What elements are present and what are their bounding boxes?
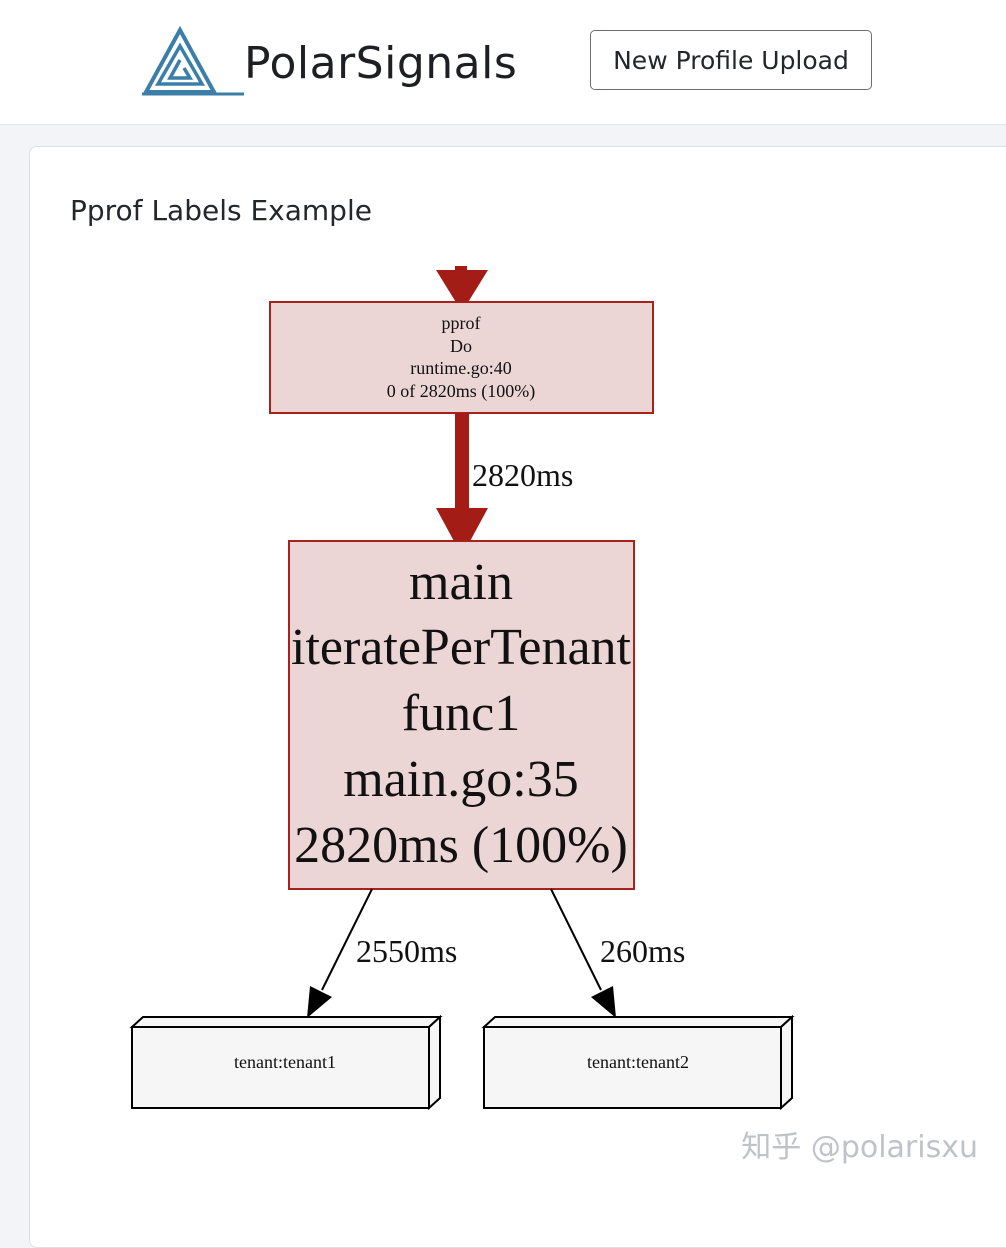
main-node-line-4: main.go:35	[343, 751, 578, 808]
edge-label-2550ms: 2550ms	[356, 933, 457, 969]
root-node-line-1: pprof	[442, 313, 481, 333]
tenant2-label: tenant:tenant2	[587, 1052, 689, 1072]
edge-main-to-tenant2[interactable]: 260ms	[550, 888, 685, 1018]
page-title: Pprof Labels Example	[70, 194, 372, 227]
edge-root-to-main[interactable]: 2820ms	[436, 413, 573, 556]
app-header: PolarSignals New Profile Upload	[0, 0, 1006, 125]
call-graph: pprof Do runtime.go:40 0 of 2820ms (100%…	[129, 266, 795, 1111]
edge-main-to-tenant1[interactable]: 2550ms	[307, 888, 457, 1018]
edge-label-260ms: 260ms	[600, 933, 685, 969]
tenant2-node[interactable]: tenant:tenant2	[481, 1014, 795, 1111]
edge-label-2820ms: 2820ms	[472, 457, 573, 493]
brand-name[interactable]: PolarSignals	[244, 38, 518, 89]
root-node[interactable]: pprof Do runtime.go:40 0 of 2820ms (100%…	[269, 301, 654, 414]
polarsignals-logo-icon[interactable]	[140, 26, 248, 98]
root-node-line-2: Do	[450, 336, 472, 356]
tenant1-node[interactable]: tenant:tenant1	[129, 1014, 443, 1111]
main-node-line-5: 2820ms (100%)	[294, 817, 628, 874]
main-node[interactable]: main iteratePerTenant func1 main.go:35 2…	[288, 540, 635, 890]
main-node-line-3: func1	[402, 685, 520, 742]
main-node-line-2: iteratePerTenant	[291, 619, 632, 676]
new-profile-upload-button[interactable]: New Profile Upload	[590, 30, 872, 90]
root-entry-edge	[436, 266, 488, 312]
root-node-line-3: runtime.go:40	[410, 358, 512, 378]
watermark: 知乎 @polarisxu	[741, 1130, 978, 1165]
tenant1-label: tenant:tenant1	[234, 1052, 336, 1072]
main-node-line-1: main	[409, 554, 513, 611]
root-node-line-4: 0 of 2820ms (100%)	[387, 381, 535, 402]
